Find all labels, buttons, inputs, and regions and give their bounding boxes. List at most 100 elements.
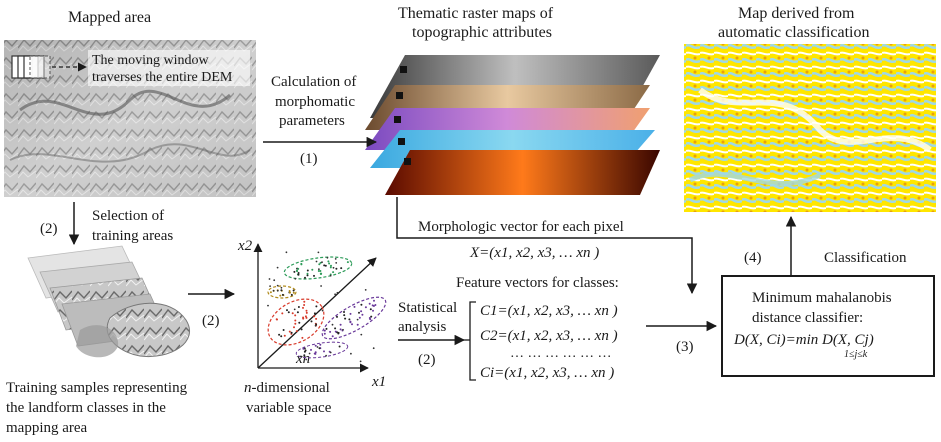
scatter-point: [280, 335, 283, 338]
scatter-point: [351, 323, 353, 326]
moving-window-label-bg: [88, 50, 250, 86]
scatter-point: [349, 320, 352, 323]
training-sample-patch: [76, 325, 119, 358]
scatter-point: [329, 274, 332, 277]
scatter-point: [267, 304, 269, 307]
scatter-point: [303, 304, 306, 306]
scatter-point: [314, 344, 317, 347]
scatter-point: [310, 320, 313, 323]
scatter-point: [334, 330, 337, 333]
scatter-point: [344, 317, 347, 320]
scatter-point: [323, 350, 325, 353]
axis-xn-label: xn: [295, 351, 310, 367]
scatter-point: [314, 352, 317, 355]
feature-vectors-bracket: [469, 301, 476, 381]
scatter-point: [319, 343, 322, 346]
scatter-point: [337, 331, 340, 334]
scatter-point: [313, 315, 316, 318]
training-line1: Training samples representing: [6, 380, 188, 396]
step-3-label: (3): [676, 339, 694, 355]
feature-vectors-title: Feature vectors for classes:: [456, 275, 619, 291]
scatter-point: [305, 316, 308, 319]
morphologic-vector-title: Morphologic vector for each pixel: [418, 219, 624, 235]
scatter-point: [336, 291, 339, 294]
scatter-point: [304, 276, 306, 279]
scatter-point: [323, 329, 326, 332]
scatter-point: [369, 318, 372, 321]
scatter-point: [304, 315, 307, 318]
selection-label-line2: training areas: [92, 228, 173, 244]
scatter-point: [374, 304, 377, 306]
scatter-point: [292, 289, 295, 292]
scatter-point: [336, 315, 338, 318]
dem-valley-line: [9, 143, 251, 163]
scatter-point: [358, 311, 360, 314]
scatter-point: [302, 306, 304, 309]
thematic-title-line1: Thematic raster maps of: [398, 5, 554, 22]
scatter-point: [276, 318, 278, 321]
scatter-point: [314, 324, 317, 327]
statistical-line2: analysis: [398, 319, 446, 335]
scatter-point: [276, 266, 279, 269]
scatter-point: [353, 305, 356, 308]
calc-label-line2: morphomatic: [275, 94, 355, 110]
scatter-point: [360, 310, 363, 313]
scatter-point: [335, 267, 338, 270]
scatter-point: [282, 329, 285, 331]
scatter-point: [338, 345, 341, 348]
scatter-point: [303, 354, 306, 357]
scatter-point: [286, 309, 288, 312]
cluster-green: [283, 256, 353, 280]
scatter-point: [369, 308, 372, 311]
scatter-point: [321, 309, 324, 312]
moving-window-line2: traverses the entire DEM: [92, 70, 233, 85]
scatter-point: [332, 266, 335, 269]
scatter-point: [331, 335, 334, 338]
scatter-point: [330, 264, 332, 267]
morphologic-vector-formula: X=(x1, x2, x3, … xn ): [469, 245, 599, 261]
scatter-point: [276, 284, 279, 287]
scatter-point: [273, 279, 276, 282]
dem-ridge-line: [19, 89, 231, 116]
scatter-point: [305, 309, 308, 312]
scatter-point: [325, 354, 327, 357]
scatter-point: [302, 317, 305, 320]
scatter-point: [293, 308, 296, 311]
scatter-point: [269, 285, 271, 287]
scatter-point: [289, 291, 291, 294]
scatter-point: [361, 313, 364, 316]
classifier-formula: D(X, Ci)=min D(X, Cj): [733, 332, 874, 348]
pixel-marker-2: [396, 92, 403, 99]
classified-map-stream: [688, 171, 822, 186]
scatter-point: [306, 274, 309, 277]
scatter-point: [288, 330, 291, 333]
scatter-point: [305, 358, 308, 361]
scatter-point: [315, 260, 318, 263]
scatter-point: [272, 289, 275, 292]
scatter-point: [301, 336, 304, 339]
scatter-point: [315, 317, 318, 320]
scatter-point: [298, 321, 301, 324]
scatter-point: [310, 348, 312, 351]
scatter-point: [349, 312, 352, 315]
scatter-point: [305, 311, 308, 314]
scatter-point: [358, 316, 361, 319]
scatter-point: [364, 289, 367, 291]
pixel-marker-4: [398, 138, 405, 145]
cluster-purple: [321, 296, 387, 340]
scatter-point: [294, 314, 297, 317]
pixel-marker-5: [404, 158, 411, 165]
scatter-point: [319, 261, 322, 264]
scatter-point: [297, 306, 300, 308]
mapped-area-title: Mapped area: [68, 9, 151, 26]
scatter-point: [370, 315, 373, 318]
scatter-point: [293, 326, 295, 329]
scatter-point: [280, 286, 283, 289]
classified-map: [684, 44, 936, 212]
moving-window-line1: The moving window: [92, 53, 210, 68]
scatter-point: [303, 300, 306, 303]
scatter-point: [339, 328, 342, 331]
step-2c-label: (2): [418, 352, 436, 368]
moving-window-4: [29, 55, 51, 79]
